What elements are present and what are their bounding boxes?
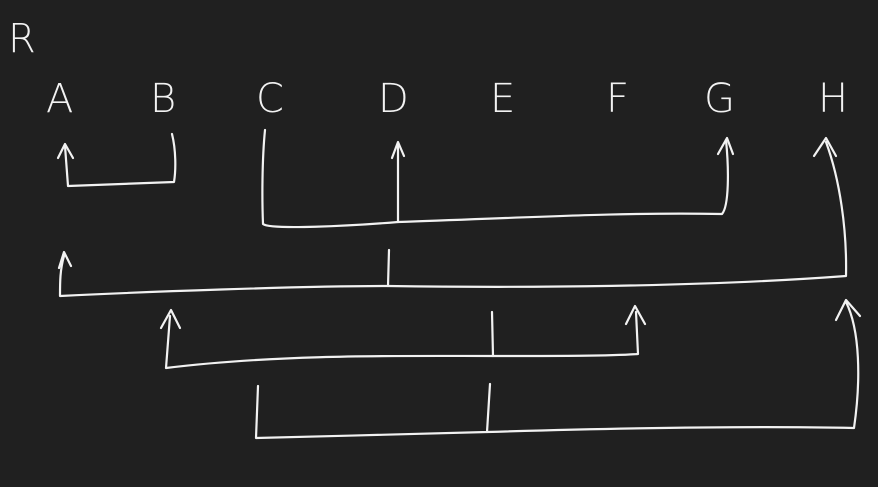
node-c-label: C: [256, 76, 284, 122]
node-a-label: A: [46, 76, 73, 122]
arrowhead-b: [159, 308, 182, 330]
edge-b-to-a: [63, 132, 177, 188]
arrowhead-d: [390, 140, 406, 160]
node-d-label: D: [378, 76, 409, 122]
edge-e-to-h-long-segment: [485, 300, 860, 434]
node-g-label: G: [704, 76, 735, 122]
edge-e-to-b-and-f: [164, 310, 495, 370]
node-h-label: H: [818, 76, 848, 122]
edge-d-to-h-segment: [386, 140, 848, 288]
arrowhead-g: [716, 136, 735, 156]
arrowhead-h-lower: [834, 298, 862, 322]
node-b-label: B: [150, 76, 176, 122]
edge-d-to-a-and-h: [58, 248, 391, 298]
edge-e-to-f-segment: [491, 310, 640, 358]
arrowhead-a-from-b: [56, 142, 75, 160]
node-e-label: E: [490, 76, 515, 122]
node-f-label: F: [606, 76, 629, 122]
arrowhead-h: [812, 136, 838, 158]
edge-c-to-d-and-g: [261, 128, 729, 229]
edge-e-to-h: [254, 382, 492, 440]
arrowhead-a: [57, 250, 73, 270]
root-label: R: [8, 16, 36, 62]
arrowhead-f: [624, 304, 647, 326]
